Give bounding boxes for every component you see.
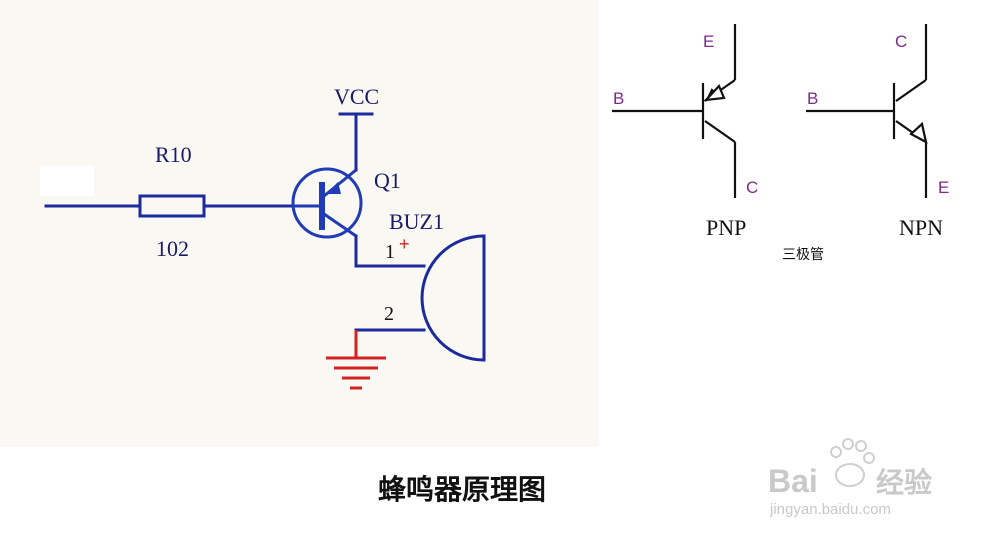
watermark-brand-suffix: 经验 (876, 466, 932, 498)
buzzer-pin1-polarity: + (399, 234, 410, 254)
resistor-ref-label: R10 (155, 142, 192, 167)
diagram-title: 蜂鸣器原理图 (378, 473, 546, 506)
transistor-caption: 三极管 (782, 247, 824, 263)
pnp-base-label: B (613, 89, 624, 108)
buzzer-ref-label: BUZ1 (389, 209, 444, 234)
npn-collector-label: C (895, 32, 907, 51)
baidu-paw-logo (830, 438, 875, 487)
transistor-q1 (291, 167, 363, 239)
resistor-r10 (138, 194, 206, 218)
pnp-emitter-label: E (703, 32, 714, 51)
resistor-value-label: 102 (156, 236, 189, 261)
vcc-label: VCC (334, 84, 379, 109)
pnp-label: PNP (706, 215, 746, 240)
collector-to-buzzer-wire (354, 234, 426, 268)
transistor-ref-label: Q1 (374, 168, 401, 193)
npn-label: NPN (899, 215, 943, 240)
ground-symbol (326, 330, 386, 390)
npn-symbol (806, 24, 928, 198)
pnp-collector-label: C (746, 178, 758, 197)
watermark-brand-prefix: Bai (768, 463, 818, 499)
npn-base-label: B (807, 89, 818, 108)
buzzer-pin1-label: 1 (385, 241, 395, 263)
watermark-url: jingyan.baidu.com (769, 501, 891, 518)
buzzer-buz1 (420, 234, 486, 362)
pnp-symbol (612, 24, 737, 198)
npn-emitter-label: E (938, 178, 949, 197)
buzzer-pin2-label: 2 (384, 303, 394, 325)
input-label-blank (40, 166, 94, 196)
